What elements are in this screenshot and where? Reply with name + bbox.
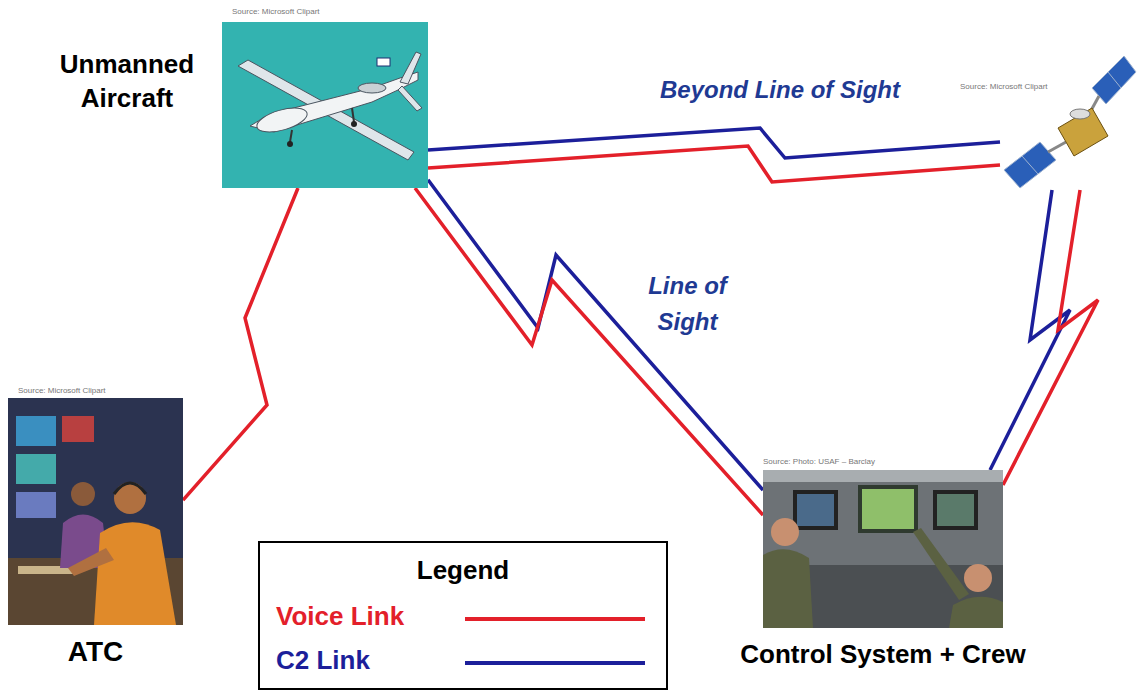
illustration bbox=[1000, 42, 1138, 190]
legend-entry: Voice Link bbox=[276, 601, 404, 632]
screen bbox=[858, 485, 918, 533]
c2-link bbox=[428, 180, 763, 490]
tail-fin bbox=[400, 52, 421, 84]
legend-line-sample bbox=[465, 661, 645, 665]
voice-link bbox=[1003, 190, 1098, 485]
aircraft-node: Unmanned AircraftSource: Microsoft Clipa… bbox=[222, 22, 428, 188]
arm bbox=[913, 528, 969, 600]
voice-link bbox=[428, 146, 1000, 182]
source-note: Source: Photo: USAF – Barclay bbox=[763, 457, 1003, 467]
voice-link bbox=[415, 188, 763, 515]
node-title: Unmanned Aircraft bbox=[38, 48, 216, 116]
node-title: Control System + Crew bbox=[701, 638, 1065, 672]
picture-ground bbox=[8, 398, 183, 625]
screen bbox=[933, 490, 978, 530]
head bbox=[114, 482, 146, 514]
screen bbox=[62, 416, 94, 442]
body bbox=[949, 597, 1003, 628]
tail-fin bbox=[398, 86, 422, 111]
picture-ground bbox=[222, 22, 428, 188]
illustration bbox=[763, 470, 1003, 628]
screen bbox=[797, 494, 834, 526]
legend-line-sample bbox=[465, 617, 645, 621]
body bbox=[94, 522, 176, 625]
engine bbox=[358, 83, 386, 93]
source-note: Source: Microsoft Clipart bbox=[960, 82, 1100, 92]
screen bbox=[793, 490, 838, 530]
gear bbox=[290, 130, 292, 142]
source-note: Source: Microsoft Clipart bbox=[232, 7, 422, 17]
control-node: Source: Photo: USAF – BarclayControl Sys… bbox=[763, 470, 1003, 628]
dish bbox=[1070, 109, 1090, 119]
picture-ground bbox=[763, 470, 1003, 628]
screen bbox=[16, 416, 56, 446]
gear bbox=[352, 108, 354, 122]
screen bbox=[16, 454, 56, 484]
satellite-node: Source: Microsoft Clipart bbox=[1000, 42, 1138, 190]
source-note: Source: Microsoft Clipart bbox=[18, 386, 183, 396]
voice-link bbox=[183, 188, 298, 500]
link-label: Beyond Line of Sight bbox=[630, 72, 930, 108]
illustration bbox=[222, 22, 428, 188]
screen bbox=[937, 494, 974, 526]
link-label: Line of Sight bbox=[640, 268, 735, 340]
screen bbox=[16, 492, 56, 518]
legend-title: Legend bbox=[260, 555, 666, 586]
ceiling bbox=[763, 470, 1003, 482]
panel-arm bbox=[1048, 142, 1066, 152]
headset bbox=[114, 483, 146, 494]
wheel bbox=[351, 121, 357, 127]
nose bbox=[254, 103, 309, 137]
panel-grid bbox=[1108, 72, 1121, 88]
head bbox=[964, 564, 992, 592]
legend-box: LegendVoice Link C2 Link bbox=[258, 541, 668, 690]
flag bbox=[377, 58, 390, 66]
body bbox=[763, 549, 813, 628]
head bbox=[771, 518, 799, 546]
node-title: ATC bbox=[8, 634, 183, 670]
wheel bbox=[287, 141, 293, 147]
atc-node: Source: Microsoft ClipartATC bbox=[8, 398, 183, 625]
solar-panel bbox=[1004, 142, 1056, 188]
satellite-body bbox=[1058, 108, 1108, 156]
screen bbox=[862, 489, 914, 529]
illustration bbox=[8, 398, 183, 625]
arm bbox=[68, 548, 114, 576]
legend-entry: C2 Link bbox=[276, 645, 370, 676]
c2-link bbox=[428, 128, 1000, 158]
head bbox=[71, 482, 95, 506]
panel-grid bbox=[1022, 156, 1038, 174]
